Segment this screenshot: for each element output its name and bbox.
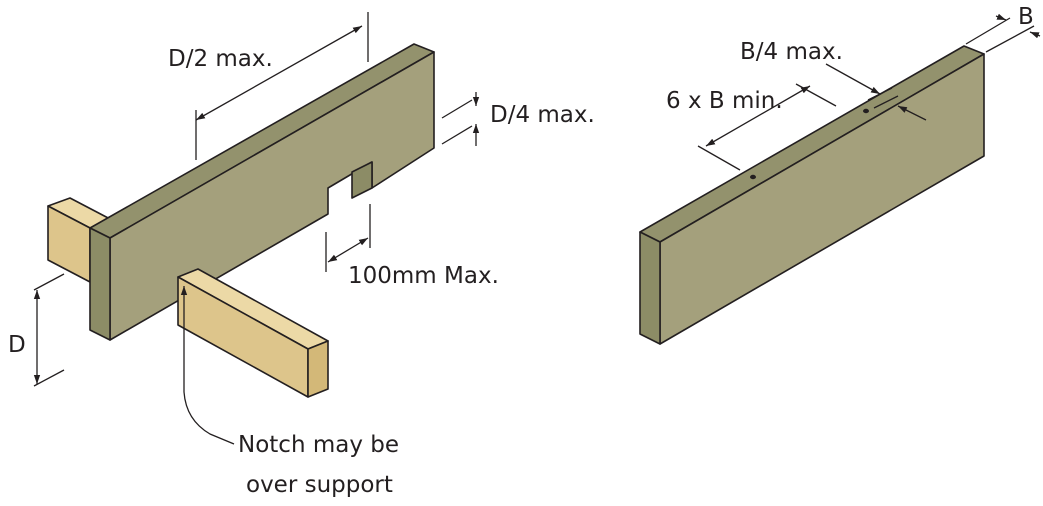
dim-depth: D [8,273,65,387]
label-notch-width: 100mm Max. [348,263,499,289]
label-notch-length: D/2 max. [168,46,273,72]
label-depth: D [8,332,26,358]
dim-breadth: B [965,4,1041,53]
front-support [177,268,329,398]
note-line-1: Notch may be [238,432,399,458]
label-hole-diameter: B/4 max. [740,39,843,65]
right-figure: 6 x B min. B/4 max. B [639,4,1041,345]
dim-notch-length: D/2 max. [168,12,369,160]
label-notch-depth: D/4 max. [490,102,595,128]
note-line-2: over support [246,472,393,498]
hole-1 [750,174,756,180]
dim-hole-spacing: 6 x B min. [666,83,837,171]
dim-hole-diameter: B/4 max. [740,39,927,121]
notched-beam [89,43,435,341]
dim-notch-depth: D/4 max. [441,92,595,146]
left-figure: D/2 max. D/4 max. 100mm Max. D Notc [8,12,595,498]
back-support [47,197,113,283]
dim-notch-width: 100mm Max. [325,204,499,289]
hole-2 [863,108,869,114]
notch-note-leader: Notch may be over support [180,286,399,498]
label-breadth: B [1018,4,1034,30]
drilled-beam [639,45,985,345]
label-hole-spacing: 6 x B min. [666,88,783,114]
